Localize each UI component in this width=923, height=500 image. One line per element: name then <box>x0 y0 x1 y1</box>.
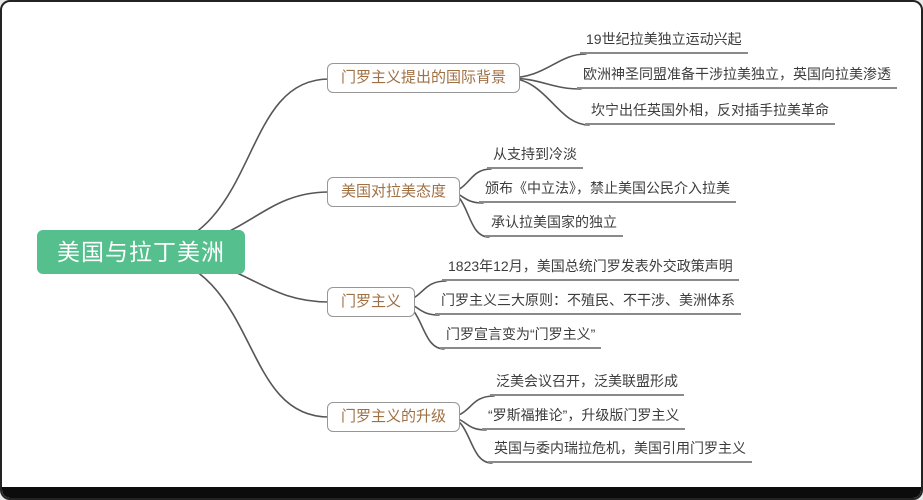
branch-node-monroe-doctrine[interactable]: 门罗主义 <box>327 287 416 317</box>
branch-node-monroe-background[interactable]: 门罗主义提出的国际背景 <box>327 63 521 93</box>
branch-node-us-attitude[interactable]: 美国对拉美态度 <box>327 177 461 207</box>
branch-node-monroe-upgrade[interactable]: 门罗主义的升级 <box>327 402 461 432</box>
root-node-us-latin-america[interactable]: 美国与拉丁美洲 <box>37 230 245 274</box>
leaf-node-canning[interactable]: 坎宁出任英国外相，反对插手拉美革命 <box>585 99 835 125</box>
leaf-node-declaration-becomes-doctrine[interactable]: 门罗宣言变为“门罗主义” <box>440 323 602 349</box>
leaf-node-independence-movement[interactable]: 19世纪拉美独立运动兴起 <box>580 28 748 54</box>
leaf-node-neutrality-act[interactable]: 颁布《中立法》，禁止美国公民介入拉美 <box>479 177 736 203</box>
leaf-node-pan-american-conference[interactable]: 泛美会议召开，泛美联盟形成 <box>490 370 684 396</box>
leaf-node-holy-alliance[interactable]: 欧洲神圣同盟准备干涉拉美独立，英国向拉美渗透 <box>577 63 897 89</box>
connector-root-branch1 <box>141 78 330 253</box>
window-bottom-bar <box>2 487 921 498</box>
leaf-node-recognize-independence[interactable]: 承认拉美国家的独立 <box>485 211 623 237</box>
connector-root-branch4 <box>141 251 330 418</box>
leaf-node-three-principles[interactable]: 门罗主义三大原则：不殖民、不干涉、美洲体系 <box>435 289 741 315</box>
leaf-node-support-to-cold[interactable]: 从支持到冷淡 <box>487 143 583 169</box>
leaf-node-1823-statement[interactable]: 1823年12月，美国总统门罗发表外交政策声明 <box>442 255 739 281</box>
leaf-node-roosevelt-corollary[interactable]: “罗斯福推论”，升级版门罗主义 <box>482 404 686 430</box>
leaf-node-venezuela-crisis[interactable]: 英国与委内瑞拉危机，美国引用门罗主义 <box>488 437 752 463</box>
